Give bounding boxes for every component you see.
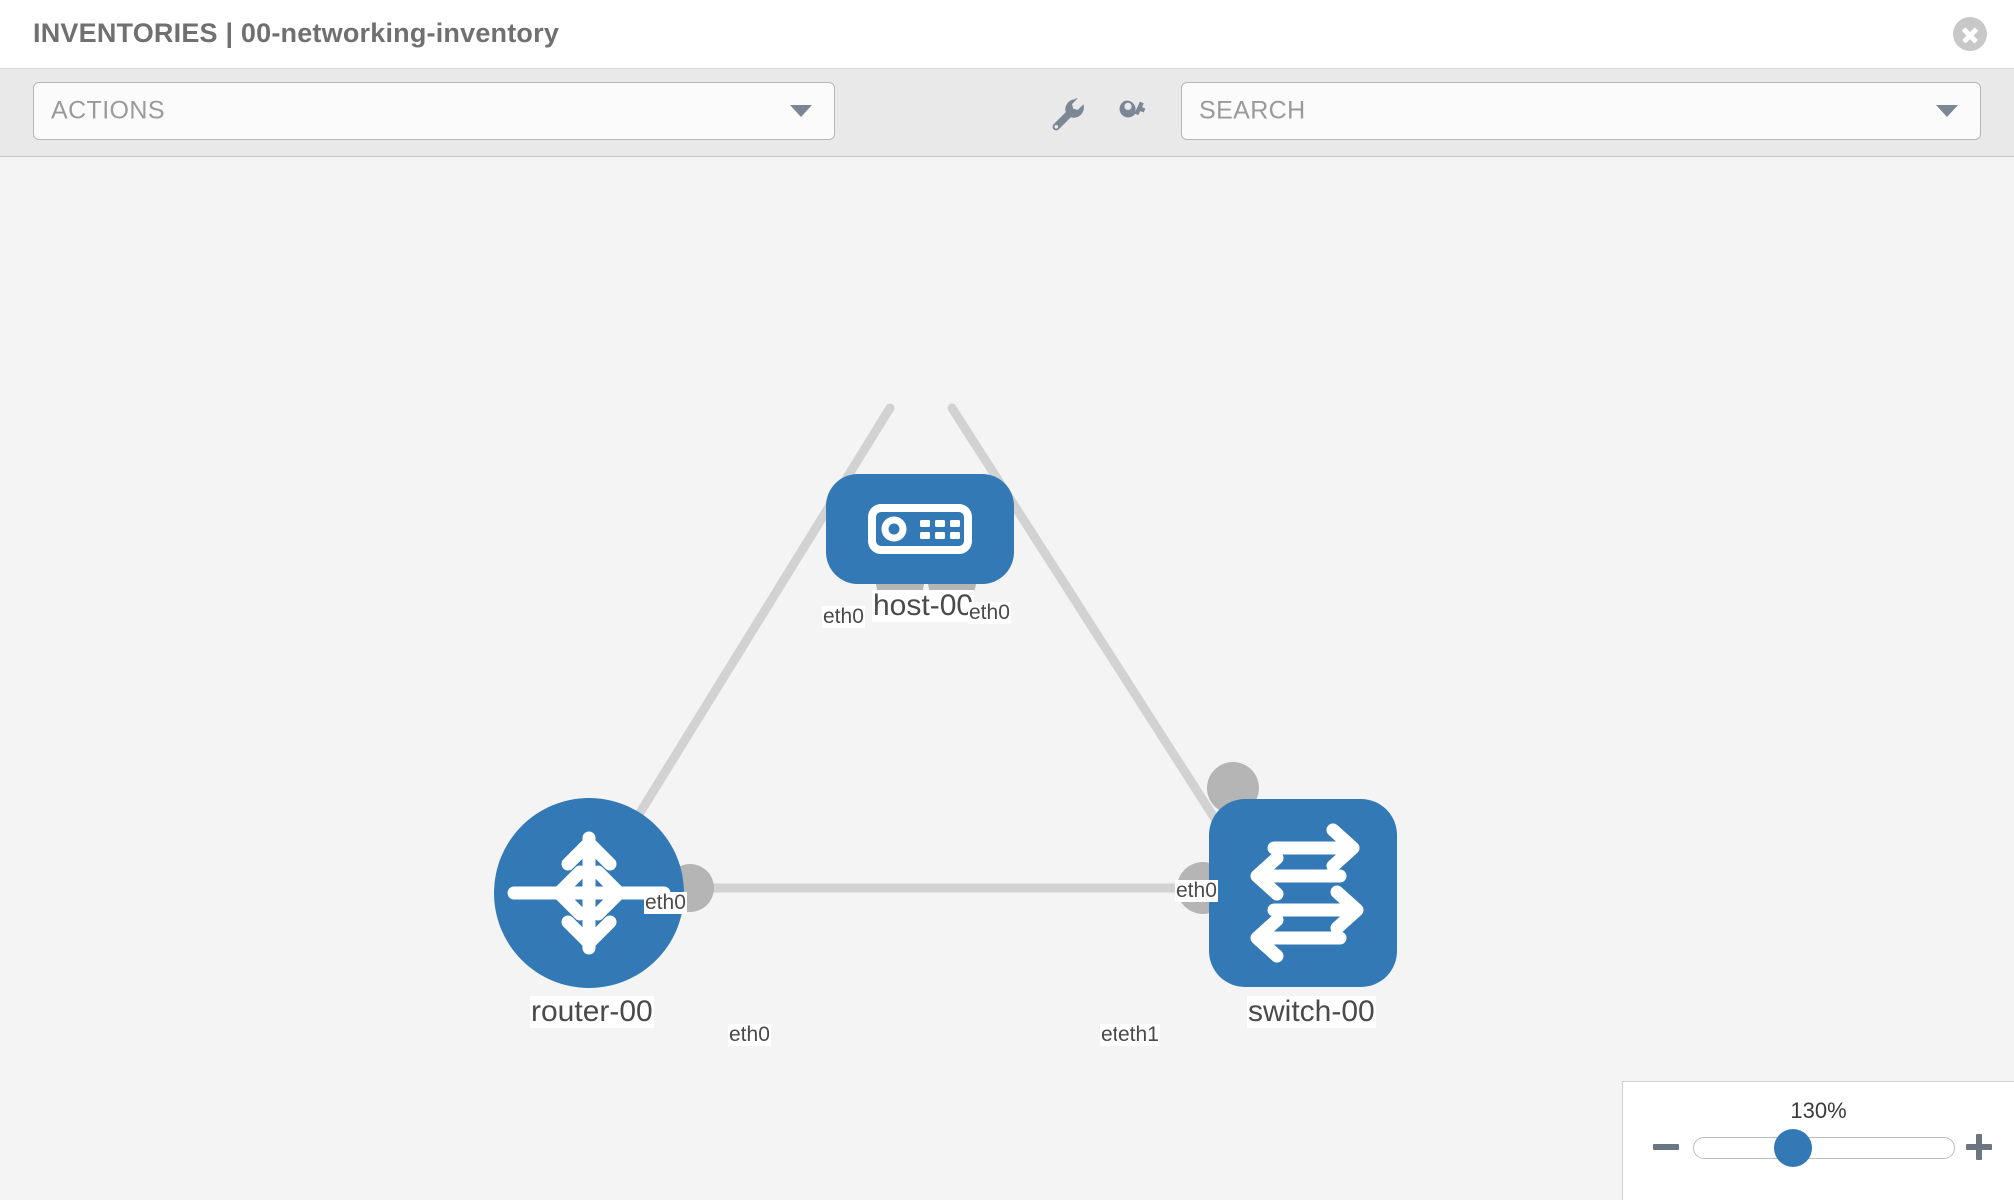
port-label-host-left: eth0 <box>822 605 865 629</box>
node-label-host-00: host-00 <box>872 589 975 622</box>
chevron-down-icon <box>790 105 812 117</box>
topology-canvas[interactable]: host-00 router-00 switch-00 eth0 eth0 et… <box>0 158 2014 1200</box>
port-label-router-right: eth0 <box>728 1023 771 1047</box>
zoom-control-panel: 130% <box>1622 1081 2014 1200</box>
node-host-00 <box>826 474 1014 584</box>
zoom-in-button[interactable] <box>1966 1134 1992 1160</box>
toolbar: ACTIONS SEARCH <box>0 69 2014 157</box>
search-input-value: SEARCH <box>1199 96 1306 125</box>
key-icon[interactable] <box>1114 93 1154 133</box>
page-header: INVENTORIES | 00-networking-inventory <box>0 0 2014 69</box>
chevron-down-icon <box>1936 105 1958 117</box>
port-label-router-up: eth0 <box>644 891 687 915</box>
zoom-slider-track[interactable] <box>1693 1137 1955 1159</box>
zoom-level-label: 130% <box>1790 1098 1847 1123</box>
node-switch-00 <box>1209 799 1397 987</box>
minus-icon <box>1653 1144 1679 1150</box>
plus-icon-vertical <box>1976 1134 1982 1160</box>
node-label-switch-00: switch-00 <box>1247 995 1376 1028</box>
search-input[interactable]: SEARCH <box>1181 82 1981 140</box>
zoom-slider-thumb[interactable] <box>1774 1129 1812 1167</box>
link-router-host <box>607 403 895 863</box>
close-icon[interactable] <box>1953 17 1987 51</box>
page-title: INVENTORIES | 00-networking-inventory <box>33 18 560 48</box>
topology-graph <box>494 403 1397 988</box>
zoom-out-button[interactable] <box>1653 1134 1679 1160</box>
node-label-router-00: router-00 <box>530 995 654 1028</box>
wrench-icon[interactable] <box>1046 93 1086 133</box>
port-label-host-right: eth0 <box>968 601 1011 625</box>
actions-dropdown-label: ACTIONS <box>51 96 165 125</box>
port-label-switch-up: eth0 <box>1175 879 1218 903</box>
port-label-switch-left-over: eth1 <box>1117 1023 1160 1047</box>
link-host-switch <box>947 403 1245 863</box>
actions-dropdown[interactable]: ACTIONS <box>33 82 835 140</box>
